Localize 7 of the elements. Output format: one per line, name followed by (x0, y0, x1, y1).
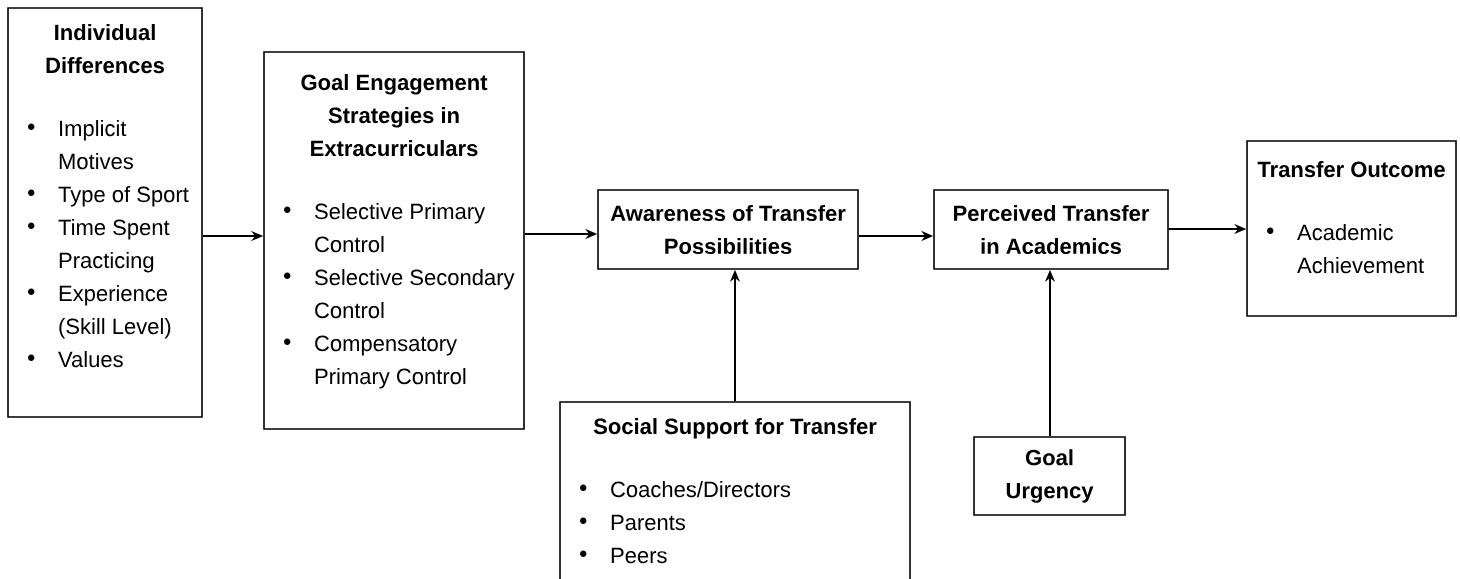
text-box: Awareness of Transfer Possibilities (597, 189, 859, 270)
text-box: Goal Engagement Strategies in Extracurriculars Selective Primary Control Selective Secondary Control Compensatory Primary Control (263, 51, 525, 430)
text-box: Social Support for Transfer Coaches/Directors Parents Peers (559, 401, 911, 579)
text-box: Individual Differences Implicit Motives Type of Sport Time Spent Practicing Experience (Skill Level) Values (7, 7, 203, 418)
text-box: Transfer Outcome Academic Achievement (1246, 140, 1457, 317)
text-box: Goal Urgency (973, 436, 1126, 516)
text-box: Perceived Transfer in Academics (933, 189, 1169, 270)
